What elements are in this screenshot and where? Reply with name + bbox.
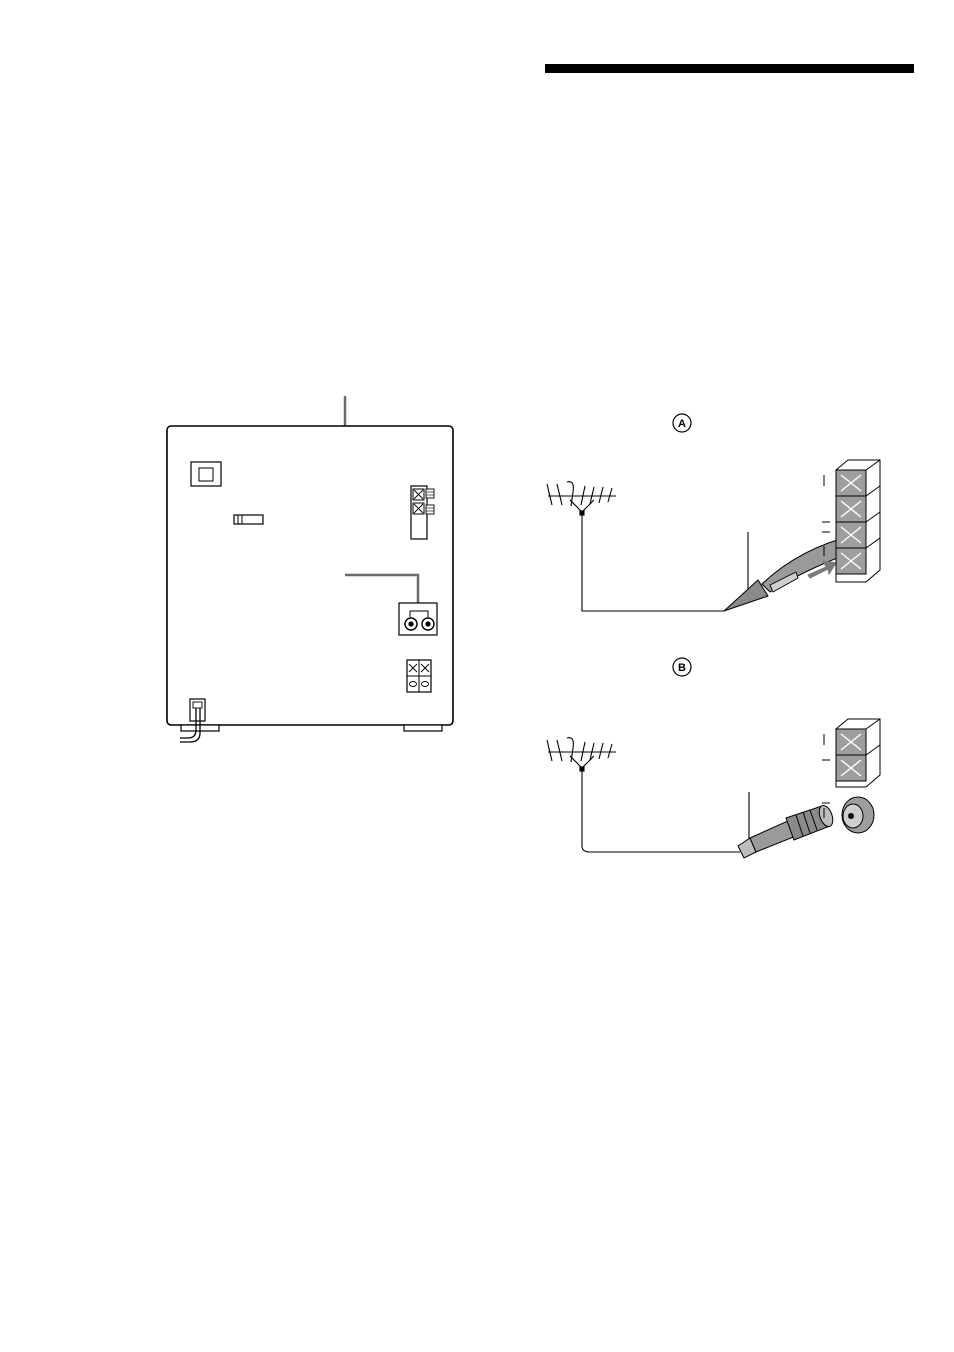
connection-wire xyxy=(345,573,420,604)
section-header-rule xyxy=(545,64,914,73)
antenna-terminal-stack-b xyxy=(822,718,881,818)
outdoor-antenna-b xyxy=(546,737,740,853)
power-cord xyxy=(180,698,206,743)
coax-socket-b xyxy=(841,796,875,834)
figure-b-marker: B xyxy=(672,657,692,677)
insertion-arrow xyxy=(807,560,837,579)
speaker-terminal-block xyxy=(406,659,432,693)
antenna-terminal-stack-a xyxy=(822,459,881,583)
antenna-terminal-block xyxy=(410,485,435,540)
rca-jack-panel xyxy=(398,602,438,636)
rear-panel-body xyxy=(166,425,454,726)
rear-panel-foot-right xyxy=(403,724,443,732)
figure-a-label: A xyxy=(678,418,686,430)
voltage-selector-knob xyxy=(198,467,214,482)
figure-b-label: B xyxy=(678,662,686,674)
outdoor-antenna-a xyxy=(546,481,724,612)
slide-switch xyxy=(233,514,264,525)
coax-plug-b xyxy=(737,804,834,859)
figure-a-marker: A xyxy=(672,413,692,433)
